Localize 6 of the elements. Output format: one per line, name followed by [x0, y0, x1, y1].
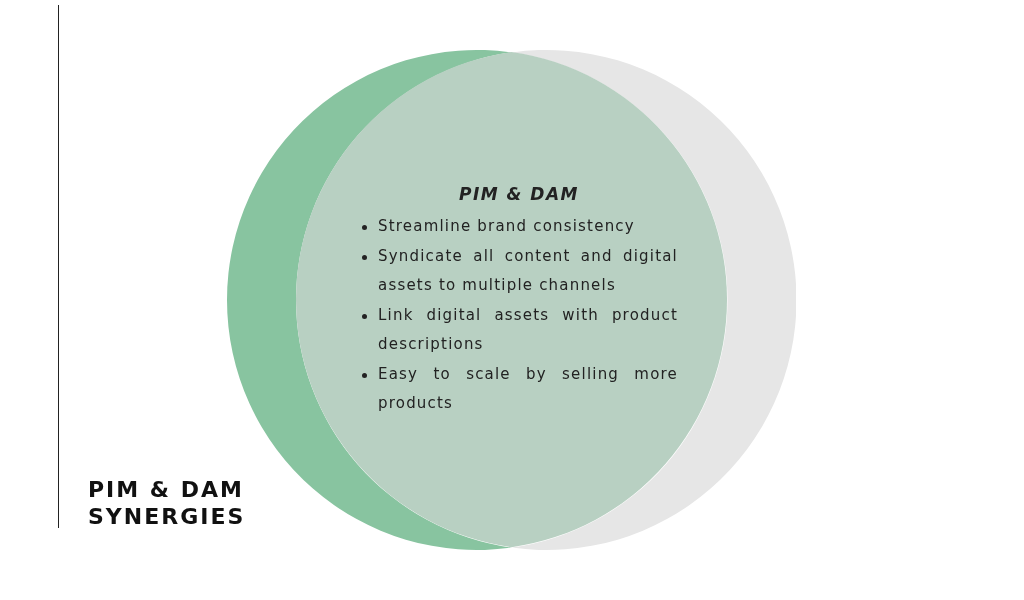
bullet-item: Syndicate all content and digital assets to multiple channels [360, 241, 678, 301]
bullet-item: Link digital assets with product descriptions [360, 300, 678, 360]
bullet-item: Easy to scale by selling more products [360, 359, 678, 419]
bullet-item: Streamline brand consistency [360, 212, 678, 242]
title: PIM & DAM SYNERGIES [88, 476, 247, 530]
heading: PIM & DAM [457, 184, 581, 205]
